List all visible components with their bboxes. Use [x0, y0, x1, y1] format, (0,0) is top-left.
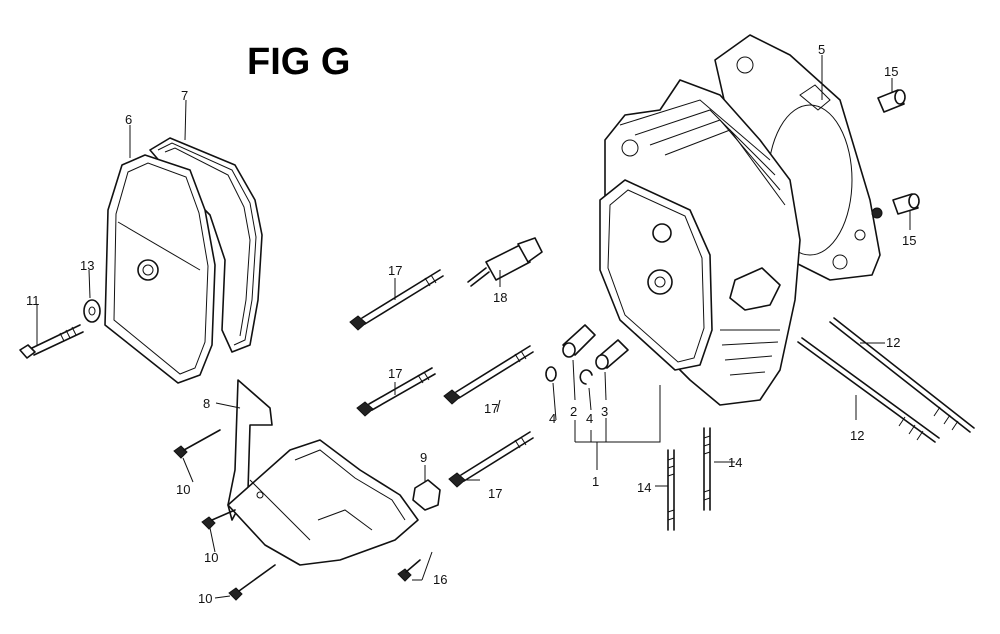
bolt-17-lower: [448, 431, 534, 488]
dowel-pin-15-upper: [877, 89, 906, 113]
callout-4-left: 4: [549, 411, 556, 426]
bolt-17-right: [443, 345, 534, 405]
head-cover-gasket: [149, 137, 263, 353]
callout-17-upper: 17: [388, 263, 402, 278]
callout-10-upper: 10: [176, 482, 190, 497]
callout-10-lower: 10: [198, 591, 212, 606]
stud-14-right: [703, 427, 711, 511]
callout-9: 9: [420, 450, 427, 465]
spark-plug-18: [467, 237, 543, 287]
bolt-10-upper: [173, 429, 221, 459]
callout-10-middle: 10: [204, 550, 218, 565]
stud-14-left: [667, 449, 675, 531]
dowel-pin-15-lower: [871, 193, 920, 219]
bolt-17-upper: [349, 269, 444, 331]
callout-8: 8: [203, 396, 210, 411]
bolt-11: [19, 324, 84, 359]
clip-4-right: [579, 369, 593, 385]
valve-seal-2: [562, 324, 596, 358]
leader-lines: [36, 55, 911, 599]
callout-12-lower: 12: [850, 428, 864, 443]
washer-13: [83, 299, 101, 323]
callout-5: 5: [818, 42, 825, 57]
bolt-10-lower: [228, 564, 276, 601]
bolt-16: [397, 559, 421, 582]
callout-14-right: 14: [728, 455, 742, 470]
callout-4-right: 4: [586, 411, 593, 426]
callout-labels: 1 2 3 4 4 5 6 7 8 9 10 10 10 11 12 12 13…: [26, 42, 916, 606]
clip-9: [412, 479, 441, 511]
callout-17-right: 17: [484, 401, 498, 416]
figure-title: FIG G: [247, 41, 350, 83]
valve-seal-3: [595, 339, 629, 370]
callout-14-left: 14: [637, 480, 651, 495]
callout-15-upper: 15: [884, 64, 898, 79]
callout-15-lower: 15: [902, 233, 916, 248]
cylinder-head: [599, 79, 801, 406]
stud-12-lower: [797, 337, 940, 443]
callout-12-upper: 12: [886, 335, 900, 350]
callout-6: 6: [125, 112, 132, 127]
callout-17-middle: 17: [388, 366, 402, 381]
callout-1: 1: [592, 474, 599, 489]
callout-2: 2: [570, 404, 577, 419]
callout-13: 13: [80, 258, 94, 273]
head-cover: [104, 154, 216, 384]
callout-3: 3: [601, 404, 608, 419]
clip-4-left: [545, 366, 557, 382]
callout-18: 18: [493, 290, 507, 305]
callout-7: 7: [181, 88, 188, 103]
bolt-17-middle: [356, 367, 436, 417]
callout-17-lower: 17: [488, 486, 502, 501]
callout-16: 16: [433, 572, 447, 587]
stud-12-upper: [829, 317, 975, 433]
callout-11: 11: [26, 293, 40, 308]
bolt-10-middle: [201, 509, 236, 530]
breather-bracket: [227, 379, 419, 566]
